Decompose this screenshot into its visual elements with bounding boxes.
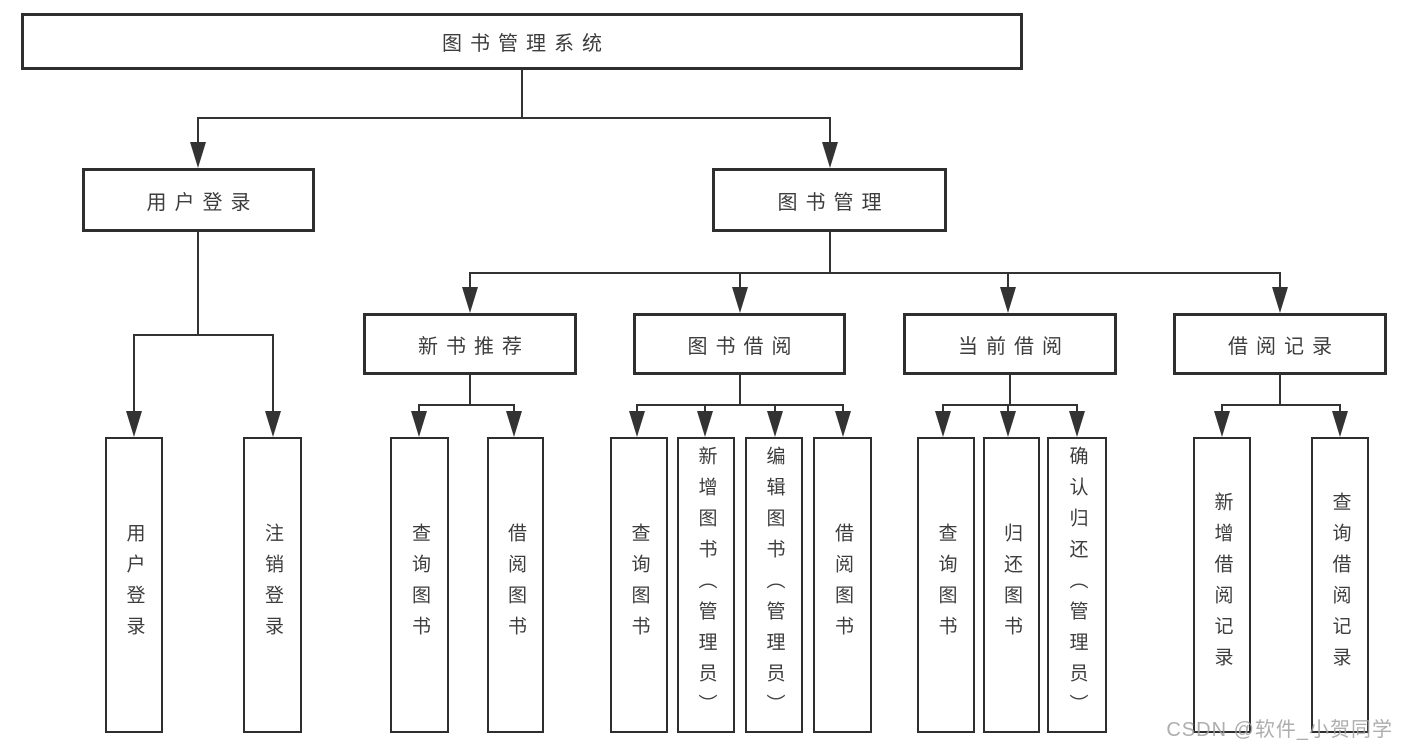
node-label: 注销登录 (262, 523, 283, 647)
node-label: 用户登录 (146, 191, 259, 214)
leaf-search-borrow-record: 查询借阅记录 (1311, 437, 1369, 733)
leaf-search-book-borrow: 查询图书 (610, 437, 668, 733)
arrowhead-down-icon (1332, 411, 1348, 437)
connector-bar (1220, 403, 1342, 407)
node-label: 图书借阅 (687, 335, 800, 358)
connector-drop (271, 335, 275, 413)
connector-bar (468, 271, 1282, 275)
connector-drop (828, 118, 832, 144)
connector-drop (132, 335, 136, 413)
connector-drop (1220, 405, 1224, 413)
connector-bar (132, 333, 275, 337)
arrowhead-down-icon (462, 287, 478, 313)
arrowhead-down-icon (126, 411, 142, 437)
arrowhead-down-icon (835, 411, 851, 437)
node-label: 编辑图书（管理员） (763, 445, 785, 725)
node-borrow-records: 借阅记录 (1173, 313, 1387, 375)
leaf-user-login: 用户登录 (105, 437, 163, 733)
connector-drop (468, 273, 472, 289)
connector-bar (635, 403, 845, 407)
leaf-add-borrow-record: 新增借阅记录 (1193, 437, 1251, 733)
connector-drop (635, 405, 639, 413)
connector-stem (828, 232, 832, 273)
connector-stem (196, 232, 200, 335)
connector-drop (417, 405, 421, 413)
arrowhead-down-icon (1069, 411, 1085, 437)
node-label: 新增借阅记录 (1211, 492, 1233, 678)
arrowhead-down-icon (697, 411, 713, 437)
node-label: 查询借阅记录 (1329, 492, 1351, 678)
node-label: 借阅图书 (832, 523, 853, 647)
connector-drop (512, 405, 516, 413)
connector-bar (417, 403, 516, 407)
connector-stem (1008, 375, 1012, 405)
connector-drop (773, 405, 777, 413)
leaf-borrow-book-recommend: 借阅图书 (487, 437, 544, 733)
arrowhead-down-icon (935, 411, 951, 437)
arrowhead-down-icon (190, 142, 206, 168)
node-label: 查询图书 (409, 523, 430, 647)
node-user-login: 用户登录 (82, 168, 315, 232)
connector-drop (1075, 405, 1079, 413)
connector-drop (941, 405, 945, 413)
node-label: 归还图书 (1001, 523, 1022, 647)
node-label: 图书管理 (777, 191, 890, 214)
arrowhead-down-icon (265, 411, 281, 437)
node-label: 用户登录 (123, 523, 145, 647)
node-book-borrow: 图书借阅 (633, 313, 846, 375)
leaf-borrow-book: 借阅图书 (813, 437, 872, 733)
leaf-edit-book-admin: 编辑图书（管理员） (745, 437, 803, 733)
connector-drop (841, 405, 845, 413)
node-new-book-recommend: 新书推荐 (363, 313, 577, 375)
connector-drop (196, 118, 200, 144)
node-label: 借阅记录 (1228, 335, 1340, 358)
arrowhead-down-icon (1000, 287, 1016, 313)
connector-bar (196, 116, 832, 120)
connector-drop (1278, 273, 1282, 289)
connector-drop (703, 405, 707, 413)
arrowhead-down-icon (732, 287, 748, 313)
node-label: 借阅图书 (505, 523, 526, 647)
csdn-watermark: CSDN @软件_小贺同学 (1166, 719, 1393, 741)
node-label: 确认归还（管理员） (1066, 445, 1088, 725)
arrowhead-down-icon (1272, 287, 1288, 313)
leaf-search-book-current: 查询图书 (917, 437, 975, 733)
arrowhead-down-icon (629, 411, 645, 437)
connector-drop (1338, 405, 1342, 413)
node-book-management: 图书管理 (712, 168, 947, 232)
node-current-borrow: 当前借阅 (903, 313, 1117, 375)
leaf-search-book-recommend: 查询图书 (390, 437, 449, 733)
leaf-add-book-admin: 新增图书（管理员） (677, 437, 735, 733)
leaf-logout: 注销登录 (243, 437, 302, 733)
node-label: 新增图书（管理员） (695, 445, 717, 725)
connector-stem (738, 375, 742, 405)
node-label: 图书管理系统 (442, 33, 610, 55)
connector-stem (1278, 375, 1282, 405)
connector-stem (520, 70, 524, 118)
arrowhead-down-icon (1000, 411, 1016, 437)
node-library-management-system: 图书管理系统 (21, 13, 1023, 70)
arrowhead-down-icon (506, 411, 522, 437)
connector-stem (468, 375, 472, 405)
leaf-confirm-return-admin: 确认归还（管理员） (1047, 437, 1107, 733)
arrowhead-down-icon (767, 411, 783, 437)
arrowhead-down-icon (1214, 411, 1230, 437)
arrowhead-down-icon (822, 142, 838, 168)
node-label: 当前借阅 (958, 335, 1070, 358)
connector-drop (1006, 405, 1010, 413)
node-label: 新书推荐 (418, 335, 530, 358)
arrowhead-down-icon (411, 411, 427, 437)
node-label: 查询图书 (935, 523, 957, 647)
connector-bar (941, 403, 1079, 407)
connector-drop (738, 273, 742, 289)
node-label: 查询图书 (628, 523, 650, 647)
leaf-return-book: 归还图书 (983, 437, 1040, 733)
connector-drop (1006, 273, 1010, 289)
